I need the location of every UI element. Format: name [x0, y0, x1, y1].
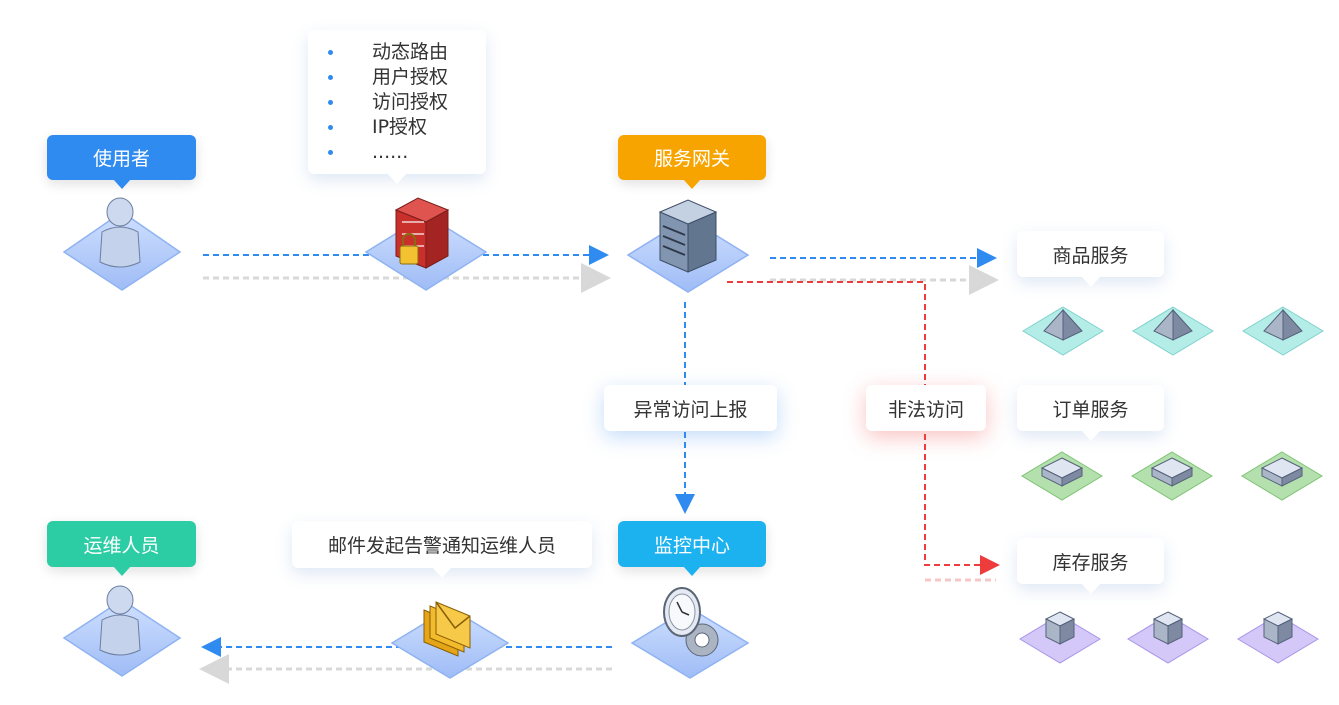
clock-gear-icon	[630, 587, 750, 679]
feature-item: 动态路由	[308, 40, 486, 65]
slab-icon	[1241, 451, 1323, 501]
pyramid-icon	[1022, 306, 1104, 356]
email-alert-label: 邮件发起告警通知运维人员	[292, 521, 592, 578]
product-service-instances	[1022, 306, 1324, 356]
slab-icon	[1131, 451, 1213, 501]
cube-icon	[1127, 611, 1209, 664]
feature-item: 访问授权	[308, 90, 486, 115]
gateway-tag-label: 服务网关	[653, 148, 730, 170]
feature-item: ......	[308, 140, 486, 165]
monitor-tag-label: 监控中心	[653, 534, 730, 557]
ops-tag-label: 运维人员	[83, 534, 160, 557]
user-tag: 使用者	[47, 135, 196, 189]
firewall-feature-list: 动态路由 用户授权 访问授权 IP授权 ......	[308, 30, 486, 184]
illegal-access-label: 非法访问	[866, 385, 986, 431]
product-service-label: 商品服务	[1017, 231, 1164, 287]
anomaly-report-label: 异常访问上报	[604, 385, 777, 431]
server-icon	[626, 199, 750, 293]
pyramid-icon	[1132, 306, 1214, 356]
gateway-tag: 服务网关	[618, 135, 766, 189]
inventory-service-label: 库存服务	[1017, 538, 1164, 594]
user-person-icon	[62, 197, 182, 291]
firewall-lock-icon	[364, 197, 488, 291]
pyramid-icon	[1242, 306, 1324, 356]
envelope-icon	[390, 601, 510, 679]
cube-icon	[1237, 611, 1319, 664]
inventory-service-instances	[1019, 611, 1319, 664]
feature-item: IP授权	[308, 115, 486, 140]
order-service-label: 订单服务	[1017, 385, 1164, 441]
user-tag-label: 使用者	[92, 148, 150, 170]
order-service-instances	[1021, 451, 1323, 501]
monitor-tag: 监控中心	[618, 521, 766, 576]
ops-tag: 运维人员	[47, 521, 196, 576]
slab-icon	[1021, 451, 1103, 501]
cube-icon	[1019, 611, 1101, 664]
feature-item: 用户授权	[308, 65, 486, 90]
ops-person-icon	[62, 585, 182, 677]
